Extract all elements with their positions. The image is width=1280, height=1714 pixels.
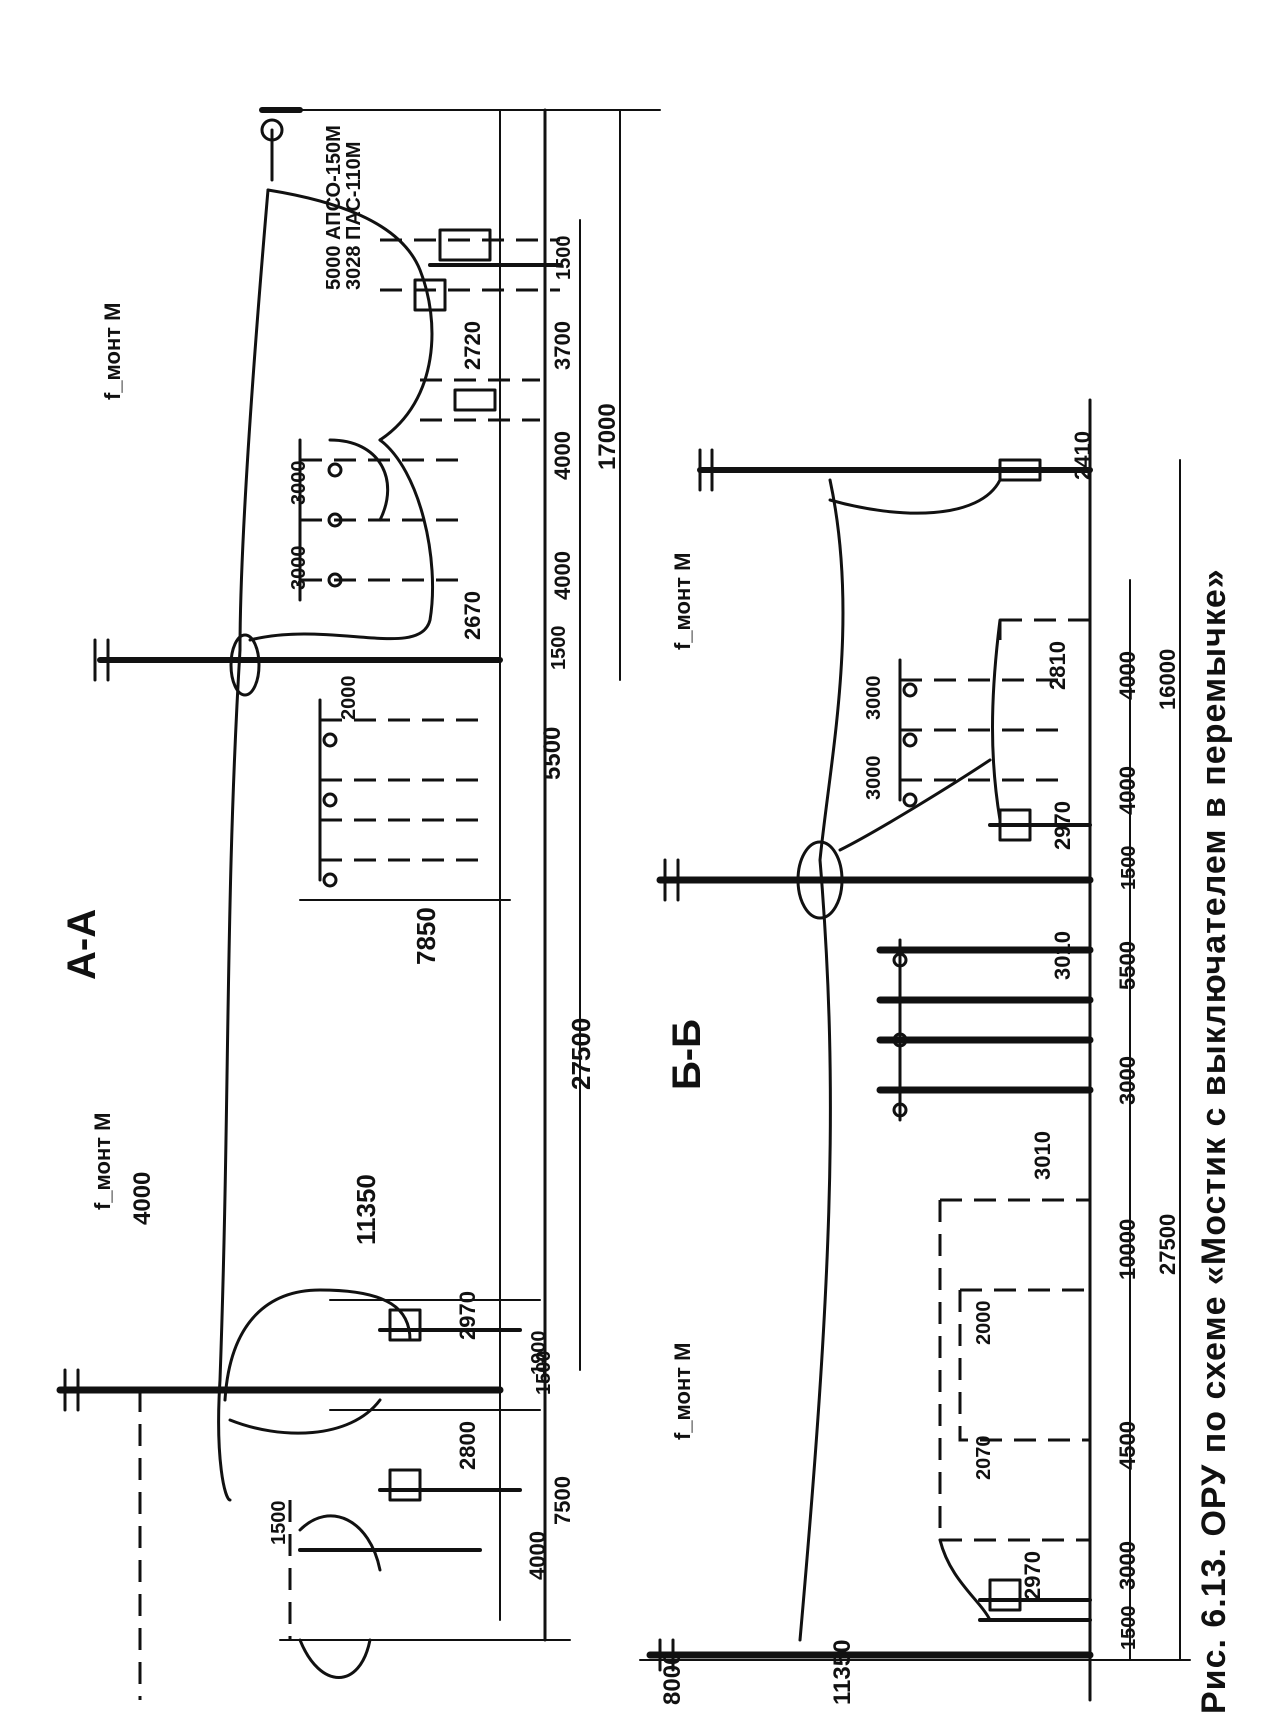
section-aa — [56, 107, 661, 1700]
bb-portal-middle — [656, 840, 1094, 920]
bb-el-3010b: 3010 — [1030, 1131, 1055, 1180]
aa-equipment-lower — [288, 1299, 541, 1679]
aa-el-2800: 2800 — [455, 1421, 480, 1470]
aa-dim-1900: 1900 — [528, 1331, 550, 1376]
bb-dim-8000: 8000 — [659, 1652, 686, 1705]
bb-el-3000b: 3000 — [863, 756, 885, 801]
aa-el-2000: 2000 — [338, 676, 360, 721]
section-aa-label: A-A — [60, 909, 104, 980]
bb-mark-2: f_монт M — [670, 1343, 695, 1441]
bb-dim-1500: 1500 — [1118, 846, 1140, 891]
aa-dim-1500a: 1500 — [553, 236, 575, 281]
aa-wire-1: 5000 АПСО-150М — [323, 125, 345, 290]
aa-dim-11350: 11350 — [351, 1174, 381, 1245]
aa-dim-7500: 7500 — [550, 1476, 575, 1525]
aa-dim-5500: 5500 — [539, 727, 566, 780]
bb-el-2970b: 2970 — [1020, 1551, 1045, 1600]
aa-dim-3700: 3700 — [550, 321, 575, 370]
bb-dim-11350: 11350 — [829, 1640, 856, 1705]
bb-mark-1: f_монт M — [670, 553, 695, 651]
aa-equipment-disconnector — [298, 438, 460, 602]
bb-el-2000: 2000 — [973, 1301, 995, 1346]
aa-dim-4000d: 4000 — [525, 1531, 550, 1580]
bb-dim-3000: 3000 — [1115, 1056, 1140, 1105]
aa-equipment-top — [380, 228, 562, 422]
bb-el-2070: 2070 — [973, 1436, 995, 1481]
aa-dim-7850: 7850 — [411, 907, 441, 965]
aa-el-3000a: 3000 — [288, 461, 310, 506]
aa-el-3000b: 3000 — [288, 546, 310, 591]
bb-el-2410: 2410 — [1070, 431, 1095, 480]
bb-el-2810: 2810 — [1045, 641, 1070, 690]
aa-el-2670: 2670 — [460, 591, 485, 640]
bb-equipment-middle — [876, 938, 1094, 1122]
aa-dim-17000: 17000 — [594, 403, 621, 470]
bb-el-2970a: 2970 — [1050, 801, 1075, 850]
section-bb — [639, 398, 1191, 1702]
aa-dim-4000b: 4000 — [550, 431, 575, 480]
bb-el-3000a: 3000 — [863, 676, 885, 721]
aa-mark-2: f_монт M — [90, 1113, 115, 1211]
bb-portal-bottom — [646, 1638, 1094, 1672]
aa-mark-1: f_монт M — [100, 303, 125, 401]
section-bb-label: Б-Б — [665, 1019, 709, 1090]
bb-dim-1500b: 1500 — [1118, 1606, 1140, 1651]
aa-el-2720: 2720 — [460, 321, 485, 370]
aa-portal-top — [259, 107, 303, 182]
bb-portal-top — [697, 448, 1093, 492]
bb-dim-4500: 4500 — [1115, 1421, 1140, 1470]
bb-equipment-lower — [978, 1578, 1092, 1622]
bb-dim-16000: 16000 — [1155, 649, 1180, 710]
caption-text: Рис. 6.13. ОРУ по схеме «Мостик с выключ… — [1195, 568, 1233, 1714]
bb-dim-5500: 5500 — [1115, 941, 1140, 990]
bb-dim-27500: 27500 — [1155, 1214, 1180, 1275]
bb-dim-10000: 10000 — [1115, 1219, 1140, 1280]
aa-el-1500: 1500 — [268, 1501, 290, 1546]
bb-el-3010a: 3010 — [1050, 931, 1075, 980]
bb-dim-4000b: 4000 — [1115, 766, 1140, 815]
aa-portal-bottom — [56, 1368, 504, 1700]
bb-equipment-upper — [898, 658, 1092, 842]
aa-dim-1500b: 1500 — [548, 626, 570, 671]
aa-equipment-middle — [299, 698, 511, 901]
aa-dim-1500c: 1500 — [533, 1351, 555, 1396]
bb-dim-4000: 4000 — [1115, 651, 1140, 700]
bb-dim-3000b: 3000 — [1115, 1541, 1140, 1590]
aa-wire-2: 3028 ПАС-110М — [343, 142, 365, 290]
aa-dim-4000c: 4000 — [550, 551, 575, 600]
aa-portal-middle — [93, 633, 503, 697]
figure-caption: Рис. 6.13. ОРУ по схеме «Мостик с выключ… — [1195, 364, 1234, 1714]
aa-el-2970: 2970 — [455, 1291, 480, 1340]
aa-dim-27500: 27500 — [566, 1018, 596, 1090]
aa-dim-4000: 4000 — [129, 1172, 156, 1225]
dimension-labels: A-A Б-Б f_монт M f_монт M 5000 АПСО-150М… — [60, 125, 1180, 1705]
